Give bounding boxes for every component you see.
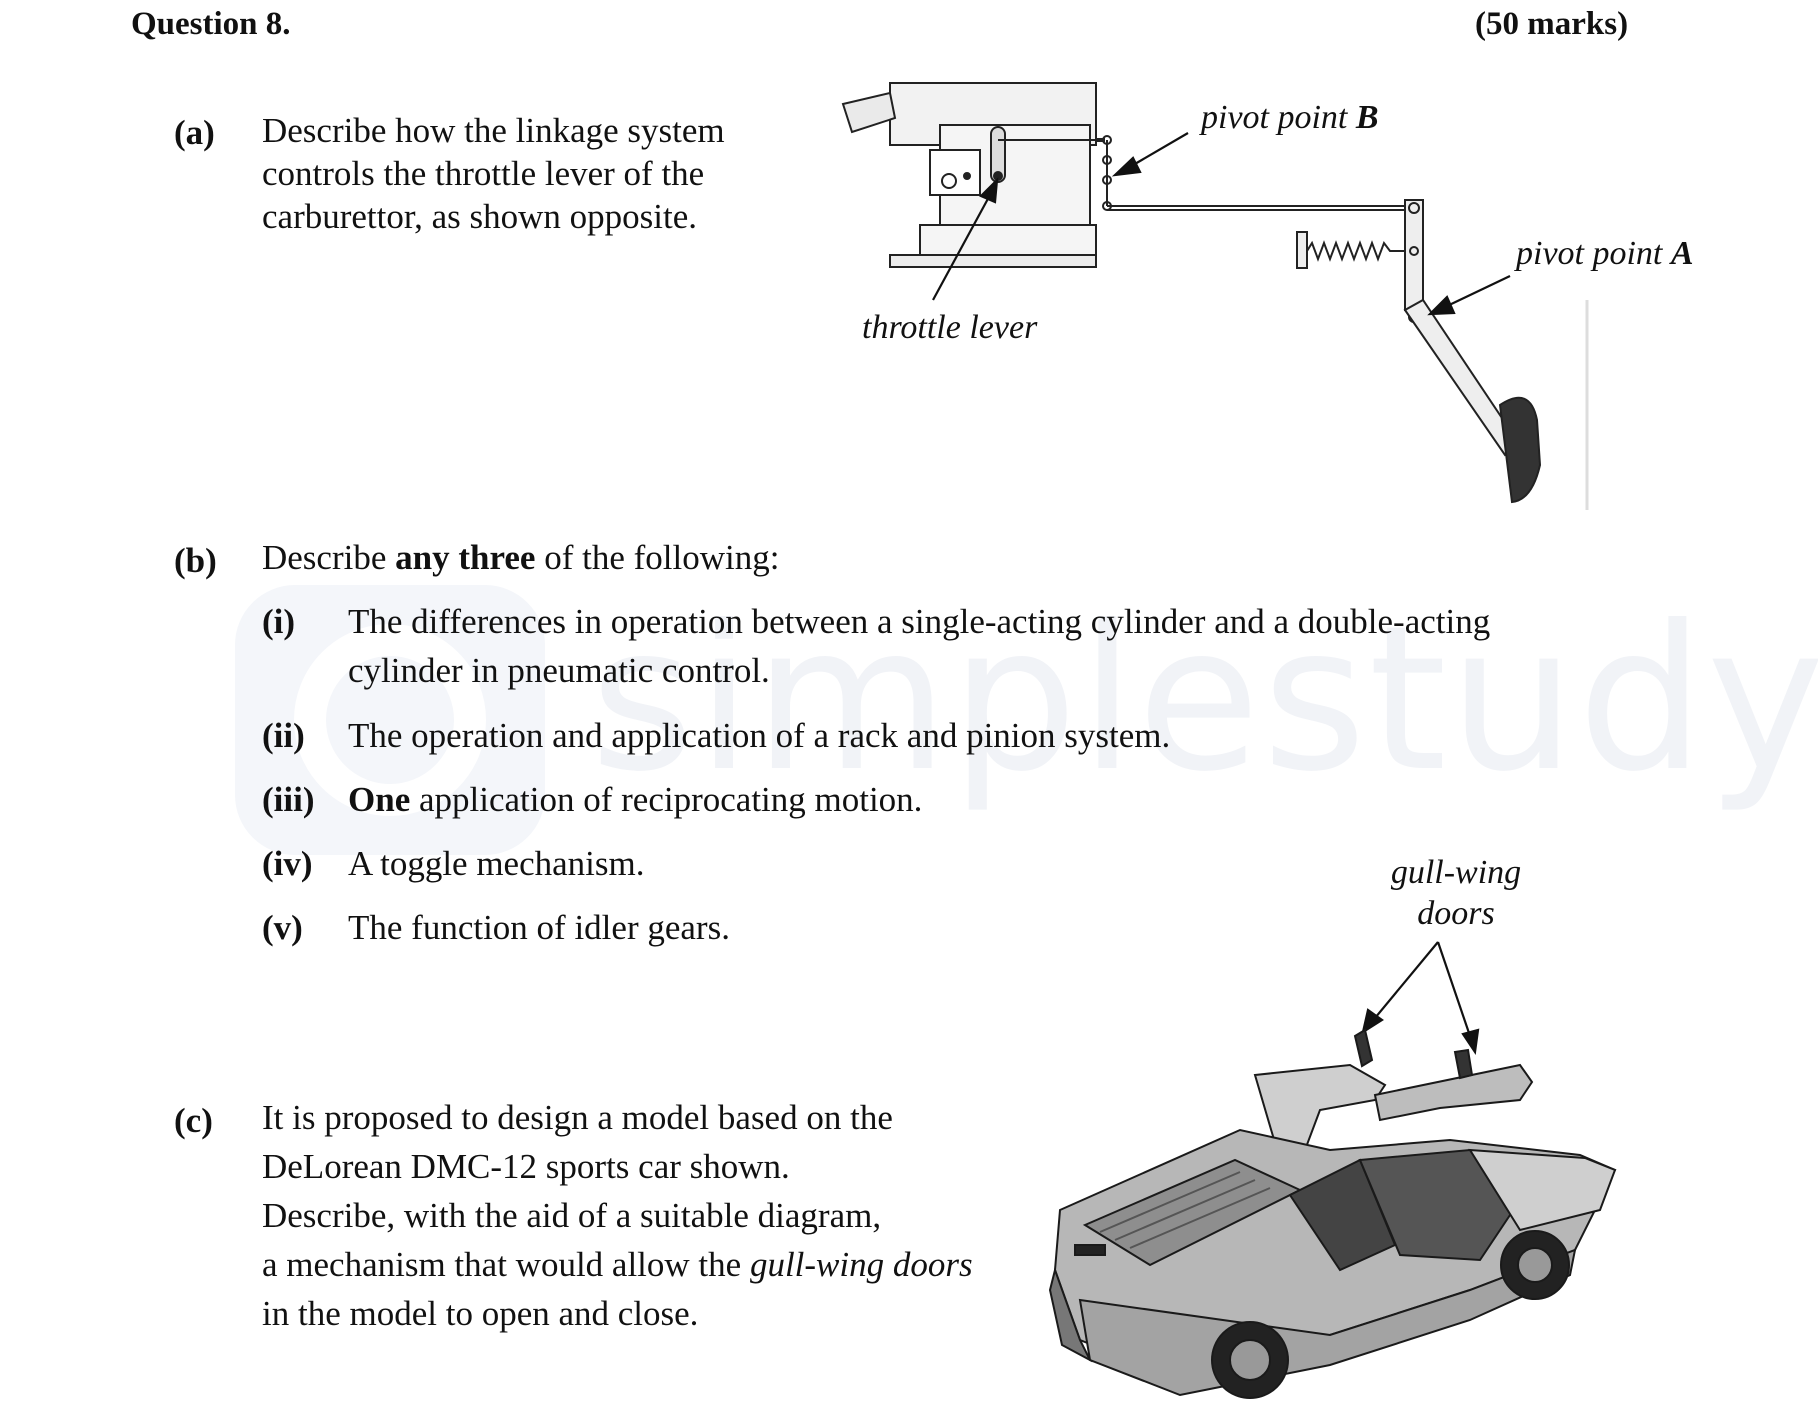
part-b-intro-after: of the following: [535,538,780,577]
part-b-item-v-label: (v) [262,908,303,947]
part-c-label: (c) [174,1101,213,1140]
part-b-item-ii-label: (ii) [262,716,305,755]
part-b-item-iii-rest: application of reciprocating motion. [410,780,923,819]
gull-wing-label-line-1: gull-wing [1390,854,1522,891]
part-a-label: (a) [174,113,215,152]
part-b-item-i-label: (i) [262,602,296,641]
part-a-line-1: Describe how the linkage system [262,111,725,150]
linkage-diagram [841,82,1589,510]
part-c-line-3: Describe, with the aid of a suitable dia… [262,1196,882,1235]
part-c-line-4-italic: gull-wing doors [749,1245,973,1284]
part-b-item-iii-bold: One [348,780,411,819]
pivot-point-b-text: pivot point [1201,99,1356,136]
part-b-intro: Describe any three of the following: [262,533,779,582]
part-b-item-iv-text: A toggle mechanism. [348,844,645,883]
pivot-point-b-letter: B [1355,99,1379,136]
part-b-item-v-text: The function of idler gears. [348,908,730,947]
pivot-point-b-label: pivot point B [1201,98,1379,139]
watermark-icon [235,585,545,855]
part-b-item-iii-label: (iii) [262,780,315,819]
part-b-label: (b) [174,541,217,580]
part-a-line-3: carburettor, as shown opposite. [262,197,698,236]
part-c-line-4: a mechanism that would allow the gull-wi… [262,1240,973,1289]
part-a-line-2: controls the throttle lever of the [262,154,705,193]
part-b-item-iv-label: (iv) [262,844,313,883]
question-marks: (50 marks) [1475,6,1629,42]
watermark-text: simplestudy [590,583,1818,816]
part-b-item-iii-text: One application of reciprocating motion. [348,775,922,824]
part-b-item-i-line-2: cylinder in pneumatic control. [348,651,770,690]
part-c-line-4-before: a mechanism that would allow the [262,1245,750,1284]
throttle-lever-label: throttle lever [862,309,1038,346]
question-title: Question 8. [131,6,291,42]
part-b-intro-bold: any three [395,538,536,577]
part-c-line-1: It is proposed to design a model based o… [262,1098,893,1137]
part-c-line-2: DeLorean DMC-12 sports car shown. [262,1147,790,1186]
part-a-text: Describe how the linkage system controls… [262,106,725,241]
gull-wing-label-line-2: doors [1417,894,1495,932]
part-c-text: It is proposed to design a model based o… [262,1093,973,1338]
pivot-point-a-text: pivot point [1516,235,1671,272]
pivot-point-a-label: pivot point A [1516,234,1694,275]
gull-wing-doors-label: gull-wing doors [1386,853,1526,935]
pivot-point-a-letter: A [1670,235,1694,272]
part-b-item-i-line-1: The differences in operation between a s… [348,602,1491,641]
part-c-line-5: in the model to open and close. [262,1294,699,1333]
part-b-intro-before: Describe [262,538,396,577]
part-b-item-ii-text: The operation and application of a rack … [348,716,1171,755]
